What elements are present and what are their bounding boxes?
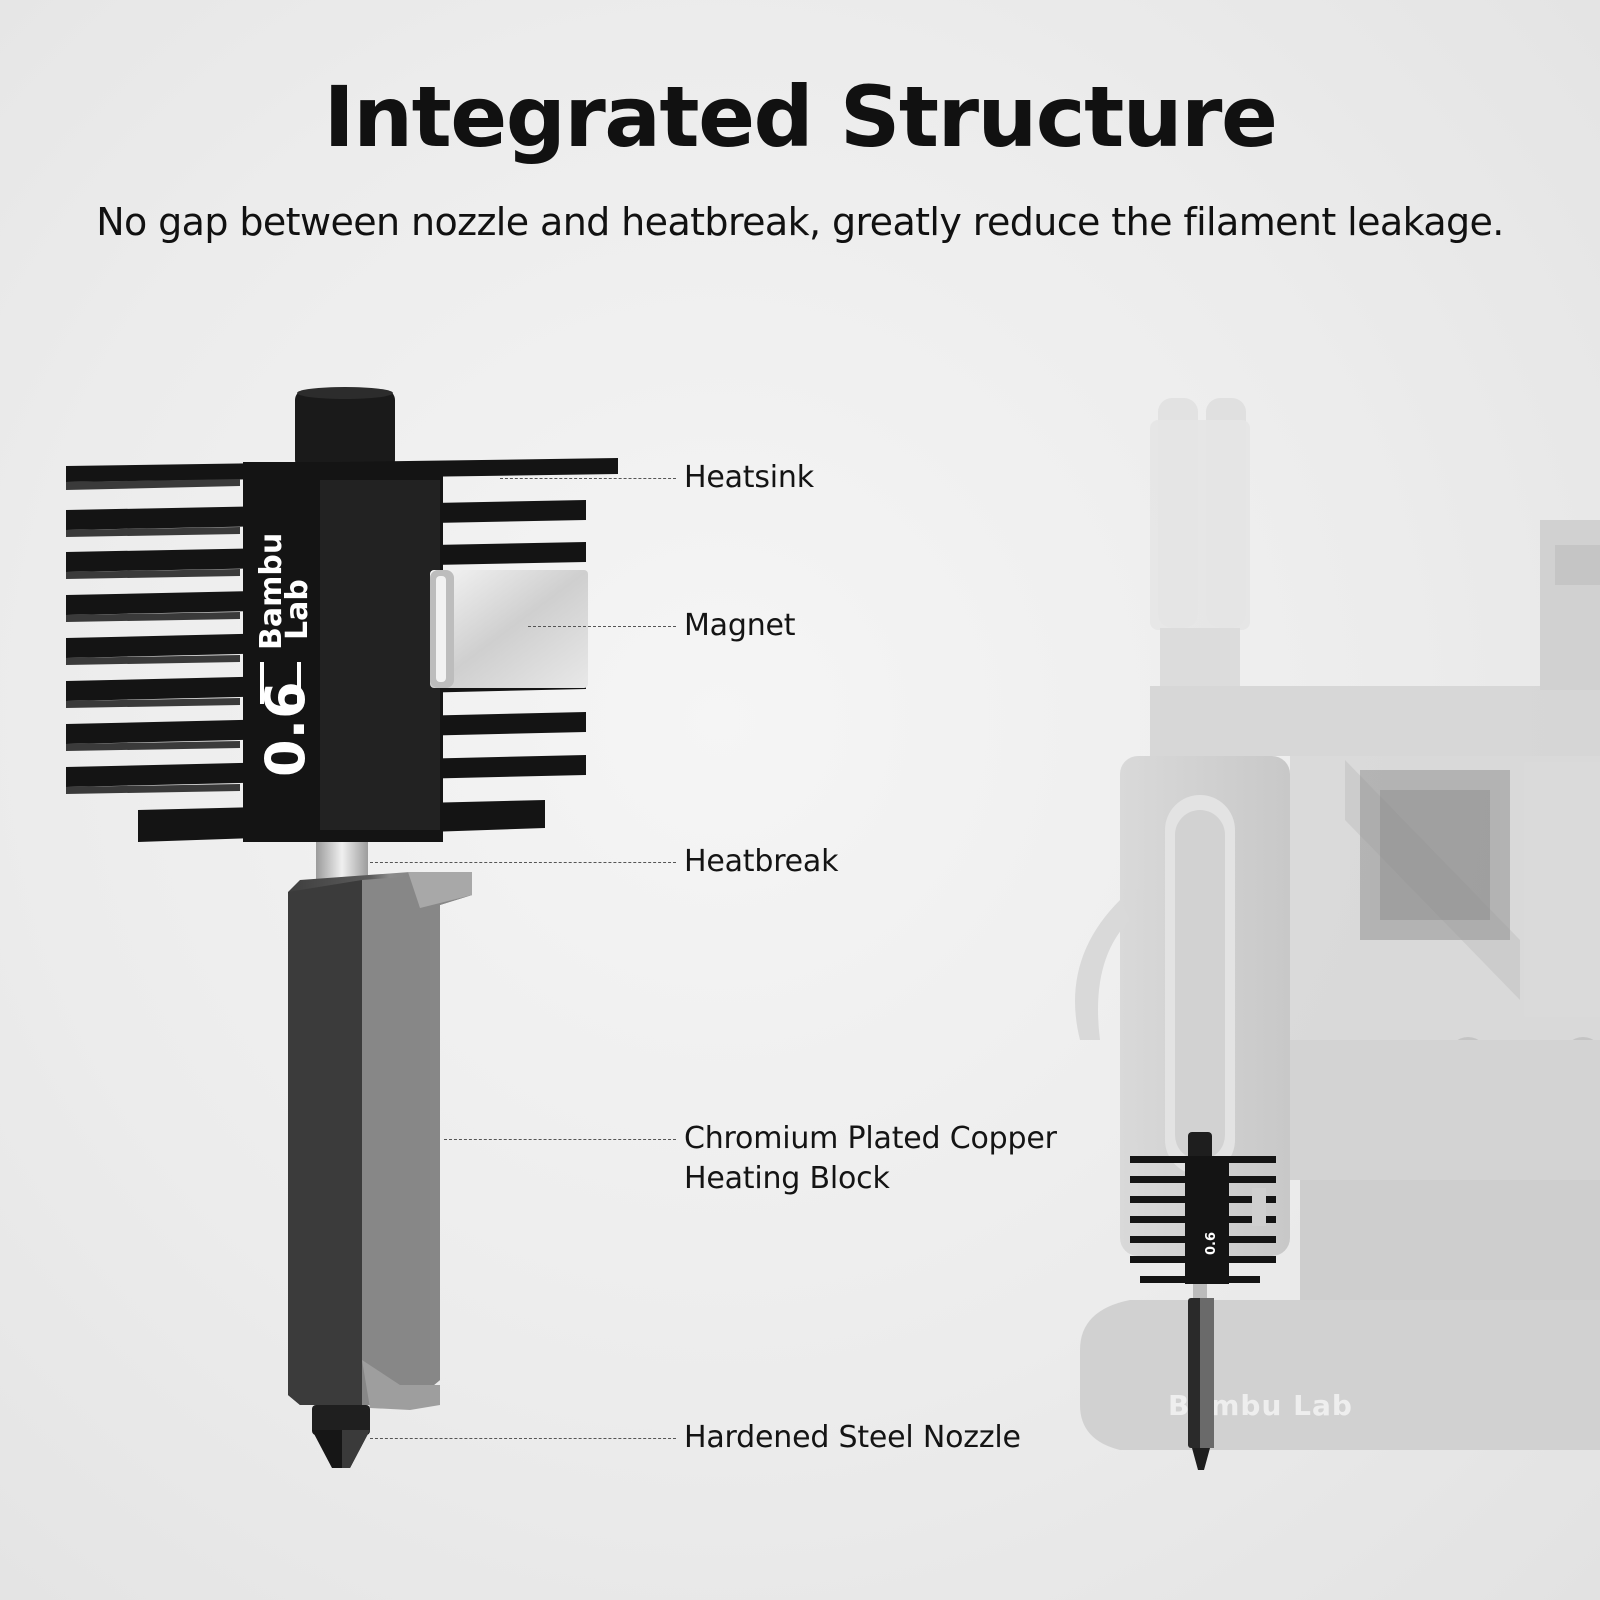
printer-toolhead: Bambu Lab — [1075, 398, 1600, 1450]
leader-nozzle — [370, 1438, 676, 1439]
callout-heatsink: Heatsink — [684, 460, 814, 495]
heating-block — [288, 872, 472, 1410]
page-subtitle: No gap between nozzle and heatbreak, gre… — [96, 200, 1504, 244]
leader-heatsink — [500, 478, 676, 479]
page-title: Integrated Structure — [323, 68, 1278, 166]
leader-heating-block — [444, 1139, 676, 1140]
svg-text:Lab: Lab — [280, 579, 315, 640]
heatbreak — [316, 842, 368, 882]
hotend-main: Bambu Lab 0.6 — [66, 387, 618, 1468]
filament-inlet — [295, 390, 395, 470]
callout-heating-block-line1: Chromium Plated Copper — [684, 1121, 1057, 1156]
callout-nozzle: Hardened Steel Nozzle — [684, 1420, 1021, 1455]
magnet — [430, 570, 588, 688]
callout-heatbreak: Heatbreak — [684, 844, 839, 879]
leader-magnet — [528, 626, 676, 627]
nozzle — [312, 1405, 370, 1468]
leader-heatbreak — [370, 862, 676, 863]
brand-engraving: Bambu Lab 0.6 — [254, 533, 317, 777]
svg-text:0.6: 0.6 — [1204, 1232, 1219, 1255]
nozzle-size-label: 0.6 — [254, 681, 317, 777]
callout-heating-block: Chromium Plated Copper Heating Block — [684, 1119, 1057, 1199]
callout-heating-block-line2: Heating Block — [684, 1161, 890, 1196]
svg-text:Bambu: Bambu — [254, 533, 289, 650]
callout-magnet: Magnet — [684, 608, 796, 643]
installed-hotend: 0.6 — [1130, 1132, 1276, 1470]
